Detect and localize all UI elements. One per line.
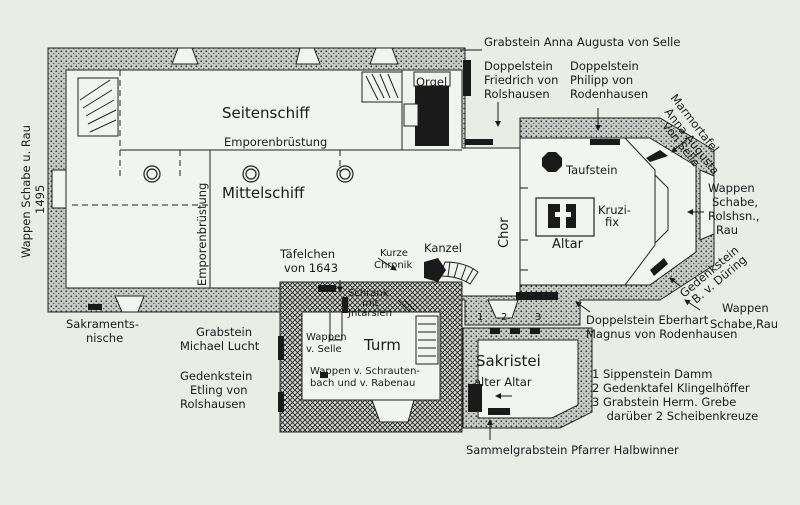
label-doppelstein-friedrich-3: Rolshausen <box>484 87 550 101</box>
label-kruzifix-1: Kruzi- <box>598 203 631 217</box>
label-orgel: Orgel <box>416 75 447 89</box>
label-num-1: 1 <box>477 312 483 323</box>
organ <box>403 71 451 146</box>
label-altar: Altar <box>552 237 584 252</box>
label-doppelstein-friedrich-2: Friedrich von <box>484 73 558 87</box>
label-gedenkstein-etling-2: Etling von <box>190 383 248 397</box>
label-wappen-schabe-rau-2: Schabe,Rau <box>710 317 778 331</box>
label-mittelschiff: Mittelschiff <box>222 184 305 202</box>
label-wappen-rolshsn-4: Rau <box>716 223 738 237</box>
grave-stones <box>88 60 668 415</box>
label-kurze-chronik-2: Chronik <box>374 260 412 271</box>
label-kurze-chronik-1: Kurze <box>380 248 408 259</box>
label-wappen-schrautenbach-2: bach und v. Rabenau <box>310 378 415 389</box>
label-grabstein-michael-2: Michael Lucht <box>180 339 260 353</box>
label-num-3: 3 <box>535 312 541 323</box>
interior-lines <box>72 70 462 288</box>
label-kanzel: Kanzel <box>424 241 462 255</box>
label-sammelgrabstein: Sammelgrabstein Pfarrer Halbwinner <box>466 443 679 457</box>
pointer-arrows <box>337 49 704 440</box>
label-taefelchen-2: von 1643 <box>284 261 338 275</box>
label-schrank-2: mit <box>362 298 379 309</box>
label-wappen-rolshsn-2: Schabe, <box>712 195 758 209</box>
label-doppelstein-philipp-2: Philipp von <box>570 73 633 87</box>
label-seitenschiff: Seitenschiff <box>222 104 310 122</box>
cabinet <box>329 311 343 341</box>
label-wappen-v-selle-1: Wappen <box>306 332 347 343</box>
altar-block <box>535 197 595 237</box>
windows <box>114 47 715 319</box>
staircase-tower <box>397 299 439 365</box>
legend-item: 1 Sippenstein Damm <box>592 367 712 381</box>
label-kruzifix-2: fix <box>605 215 619 229</box>
label-gedenkstein-etling-1: Gedenkstein <box>180 369 252 383</box>
label-doppelstein-eberhart-2: Magnus von Rodenhausen <box>586 327 737 341</box>
pulpit <box>424 258 446 282</box>
label-num-2: 2 <box>501 312 507 323</box>
label-doppelstein-philipp-3: Rodenhausen <box>570 87 648 101</box>
label-alter-altar: alter Altar <box>474 375 532 389</box>
legend-item: 2 Gedenktafel Klingelhöffer <box>592 381 750 395</box>
baptismal-font <box>542 152 562 172</box>
label-schrank-1: Schrank <box>348 288 389 299</box>
label-doppelstein-friedrich-1: Doppelstein <box>484 59 553 73</box>
label-taufstein: Taufstein <box>565 163 618 177</box>
legend-item: darüber 2 Scheibenkreuze <box>592 409 758 423</box>
label-sakramentsnische-1: Sakraments- <box>66 317 139 331</box>
pillars <box>143 165 354 183</box>
label-wappen-schabe-rau-1495-line1: Wappen Schabe u. Rau <box>19 125 33 258</box>
label-wappen-v-selle-2: v. Selle <box>306 344 342 355</box>
label-wappen-rolshsn-3: Rolshsn., <box>708 209 760 223</box>
label-schrank-3: Jntarsien <box>347 308 392 319</box>
label-grabstein-anna: Grabstein Anna Augusta von Selle <box>484 35 680 49</box>
label-wappen-rolshsn-1: Wappen <box>708 181 755 195</box>
staircase-organ <box>361 71 403 103</box>
label-chor: Chor <box>497 217 512 248</box>
label-turm: Turm <box>363 336 401 354</box>
label-doppelstein-eberhart-1: Doppelstein Eberhart <box>586 313 709 327</box>
label-taefelchen-1: Täfelchen <box>279 247 335 261</box>
label-emporenbruestung: Emporenbrüstung <box>224 135 327 149</box>
label-sakristei: Sakristei <box>476 352 541 370</box>
label-wappen-schrautenbach-1: Wappen v. Schrauten- <box>310 366 420 377</box>
pulpit-stairs <box>439 261 479 285</box>
label-gedenkstein-etling-3: Rolshausen <box>180 397 246 411</box>
legend: 1 Sippenstein Damm 2 Gedenktafel Klingel… <box>592 367 758 423</box>
label-wappen-schabe-rau-1: Wappen <box>722 301 769 315</box>
label-grabstein-michael-1: Grabstein <box>196 325 252 339</box>
label-doppelstein-philipp-1: Doppelstein <box>570 59 639 73</box>
legend-item: 3 Grabstein Herm. Grebe <box>592 395 736 409</box>
staircase-west <box>77 77 119 137</box>
label-emporenbruestung-vertical: Emporenbrüstung <box>195 183 209 286</box>
label-wappen-schabe-rau-1495-line2: 1495 <box>33 185 47 214</box>
label-sakramentsnische-2: nische <box>86 331 123 345</box>
